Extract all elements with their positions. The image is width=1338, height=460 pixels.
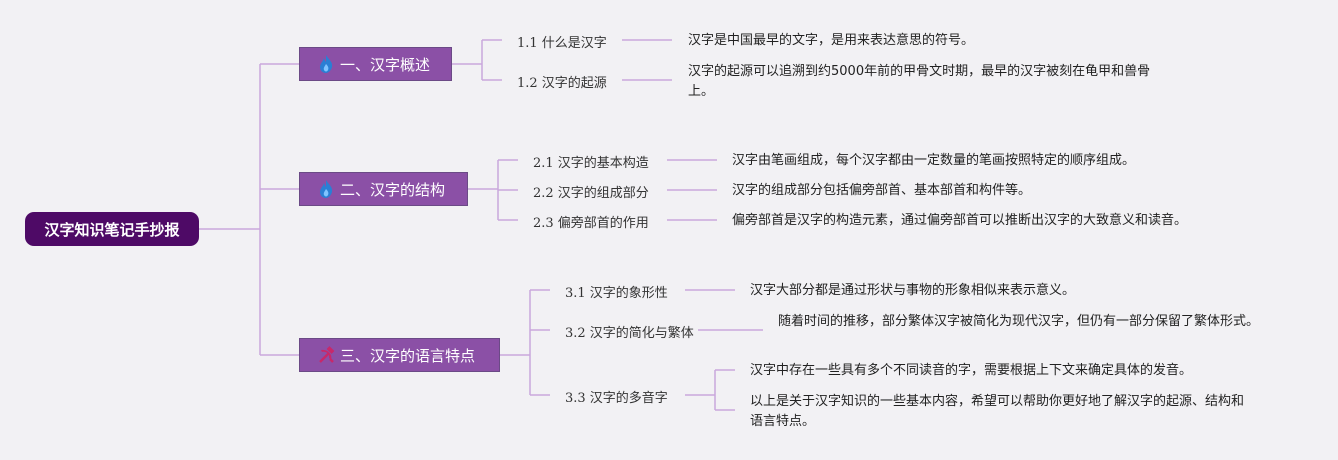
- subtopic-2-2[interactable]: 2.2 汉字的组成部分: [533, 182, 649, 201]
- detail-text: 以上是关于汉字知识的一些基本内容，希望可以帮助你更好地了解汉字的起源、结构和语言…: [750, 394, 1245, 429]
- detail-text: 随着时间的推移，部分繁体汉字被简化为现代汉字，但仍有一部分保留了繁体形式。: [778, 314, 1260, 329]
- hammer-sickle-icon: [319, 346, 335, 363]
- subtopic-label: 2.1 汉字的基本构造: [533, 156, 649, 171]
- detail-text: 汉字由笔画组成，每个汉字都由一定数量的笔画按照特定的顺序组成。: [732, 153, 1136, 168]
- detail-3-3b[interactable]: 以上是关于汉字知识的一些基本内容，希望可以帮助你更好地了解汉字的起源、结构和语言…: [750, 392, 1250, 432]
- detail-text: 偏旁部首是汉字的构造元素，通过偏旁部首可以推断出汉字的大致意义和读音。: [732, 213, 1188, 228]
- detail-2-1[interactable]: 汉字由笔画组成，每个汉字都由一定数量的笔画按照特定的顺序组成。: [732, 151, 1332, 171]
- flame-icon: [320, 55, 333, 73]
- subtopic-label: 1.2 汉字的起源: [517, 76, 607, 91]
- branch-topic-structure[interactable]: 二、汉字的结构: [299, 172, 468, 206]
- detail-2-3[interactable]: 偏旁部首是汉字的构造元素，通过偏旁部首可以推断出汉字的大致意义和读音。: [732, 211, 1332, 231]
- subtopic-label: 2.2 汉字的组成部分: [533, 186, 649, 201]
- subtopic-label: 3.1 汉字的象形性: [565, 286, 668, 301]
- branch-label: 三、汉字的语言特点: [340, 346, 476, 365]
- root-topic-label: 汉字知识笔记手抄报: [44, 220, 180, 239]
- detail-1-1[interactable]: 汉字是中国最早的文字，是用来表达意思的符号。: [688, 31, 1108, 51]
- subtopic-3-3[interactable]: 3.3 汉字的多音字: [565, 387, 668, 406]
- subtopic-label: 3.3 汉字的多音字: [565, 391, 668, 406]
- detail-3-3a[interactable]: 汉字中存在一些具有多个不同读音的字，需要根据上下文来确定具体的发音。: [750, 361, 1310, 381]
- detail-text: 汉字的起源可以追溯到约5000年前的甲骨文时期，最早的汉字被刻在龟甲和兽骨上。: [688, 64, 1151, 99]
- detail-3-2[interactable]: 随着时间的推移，部分繁体汉字被简化为现代汉字，但仍有一部分保留了繁体形式。: [778, 312, 1278, 332]
- detail-text: 汉字中存在一些具有多个不同读音的字，需要根据上下文来确定具体的发音。: [750, 363, 1193, 378]
- branch-label: 一、汉字概述: [340, 55, 431, 74]
- subtopic-3-1[interactable]: 3.1 汉字的象形性: [565, 282, 668, 301]
- detail-text: 汉字的组成部分包括偏旁部首、基本部首和构件等。: [732, 183, 1032, 198]
- detail-3-1[interactable]: 汉字大部分都是通过形状与事物的形象相似来表示意义。: [750, 281, 1310, 301]
- root-topic[interactable]: 汉字知识笔记手抄报: [25, 212, 199, 246]
- flame-icon: [320, 180, 333, 198]
- branch-topic-overview[interactable]: 一、汉字概述: [299, 47, 452, 81]
- subtopic-label: 2.3 偏旁部首的作用: [533, 216, 649, 231]
- detail-1-2[interactable]: 汉字的起源可以追溯到约5000年前的甲骨文时期，最早的汉字被刻在龟甲和兽骨上。: [688, 62, 1174, 102]
- detail-2-2[interactable]: 汉字的组成部分包括偏旁部首、基本部首和构件等。: [732, 181, 1332, 201]
- subtopic-2-1[interactable]: 2.1 汉字的基本构造: [533, 152, 649, 171]
- subtopic-2-3[interactable]: 2.3 偏旁部首的作用: [533, 212, 649, 231]
- subtopic-1-2[interactable]: 1.2 汉字的起源: [517, 72, 607, 91]
- detail-text: 汉字是中国最早的文字，是用来表达意思的符号。: [688, 33, 975, 48]
- subtopic-3-2[interactable]: 3.2 汉字的简化与繁体: [565, 322, 694, 341]
- branch-topic-language-features[interactable]: 三、汉字的语言特点: [299, 338, 500, 372]
- branch-label: 二、汉字的结构: [340, 180, 446, 199]
- subtopic-label: 1.1 什么是汉字: [517, 36, 607, 51]
- detail-text: 汉字大部分都是通过形状与事物的形象相似来表示意义。: [750, 283, 1076, 298]
- subtopic-label: 3.2 汉字的简化与繁体: [565, 326, 694, 341]
- subtopic-1-1[interactable]: 1.1 什么是汉字: [517, 32, 607, 51]
